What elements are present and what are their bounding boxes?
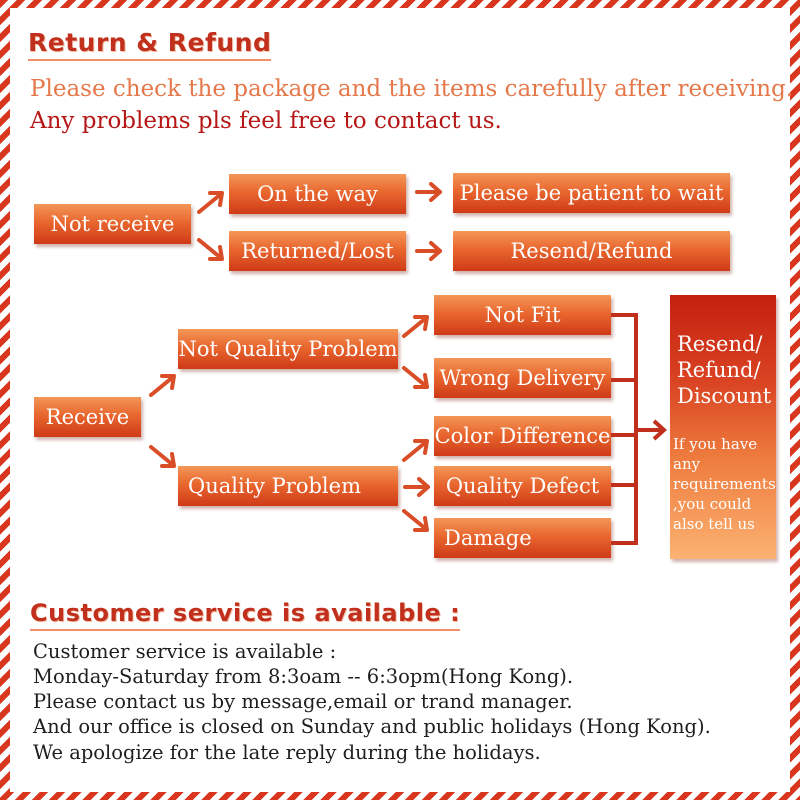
cs-line-hours: Monday-Saturday from 8:3oam -- 6:3opm(Ho…	[33, 665, 574, 688]
node-on-the-way: On the way	[229, 174, 406, 214]
node-damage: Damage	[434, 518, 611, 558]
node-not-quality-problem: Not Quality Problem	[178, 329, 398, 369]
intro-contact-us: Any problems pls feel free to contact us…	[30, 108, 502, 134]
return-refund-heading: Return & Refund	[28, 28, 272, 61]
node-not-receive: Not receive	[34, 204, 191, 244]
outcome-title: Resend/ Refund/ Discount	[677, 331, 773, 409]
outcome-panel: Resend/ Refund/ Discount If you have any…	[670, 295, 776, 559]
node-quality-defect: Quality Defect	[434, 466, 611, 506]
cs-line-contact: Please contact us by message,email or tr…	[33, 690, 573, 713]
arrow-down-right-icon	[148, 444, 178, 470]
arrow-down-right-icon	[401, 508, 431, 534]
outcome-refund: Refund/	[677, 358, 761, 382]
cs-line-apologize: We apologize for the late reply during t…	[33, 741, 541, 764]
customer-service-heading: Customer service is available :	[30, 599, 461, 631]
arrow-up-right-icon	[196, 189, 226, 215]
node-returned-lost: Returned/Lost	[229, 231, 406, 271]
outcome-note: If you have any requirements ,you could …	[673, 435, 776, 533]
cs-line-closed: And our office is closed on Sunday and p…	[33, 715, 711, 738]
outcome-discount: Discount	[677, 384, 772, 408]
cs-line-available: Customer service is available :	[33, 640, 337, 663]
node-resend-refund: Resend/Refund	[453, 231, 730, 271]
node-wrong-delivery: Wrong Delivery	[434, 358, 611, 398]
arrow-up-right-icon	[401, 437, 431, 463]
arrow-right-icon	[414, 239, 444, 263]
node-color-difference: Color Difference	[434, 416, 611, 456]
outcome-resend: Resend/	[677, 332, 763, 356]
node-not-fit: Not Fit	[434, 295, 611, 335]
node-quality-problem: Quality Problem	[178, 466, 398, 506]
arrow-down-right-icon	[196, 237, 226, 263]
intro-check-package: Please check the package and the items c…	[30, 76, 794, 102]
return-refund-poster: Return & Refund Please check the package…	[10, 8, 794, 792]
arrow-up-right-icon	[401, 313, 431, 339]
arrow-right-icon	[414, 180, 444, 204]
bracket-connector	[611, 313, 667, 545]
arrow-down-right-icon	[401, 365, 431, 391]
node-be-patient: Please be patient to wait	[453, 173, 730, 213]
arrow-right-icon	[402, 475, 432, 499]
node-receive: Receive	[34, 397, 141, 437]
arrow-up-right-icon	[148, 372, 178, 398]
